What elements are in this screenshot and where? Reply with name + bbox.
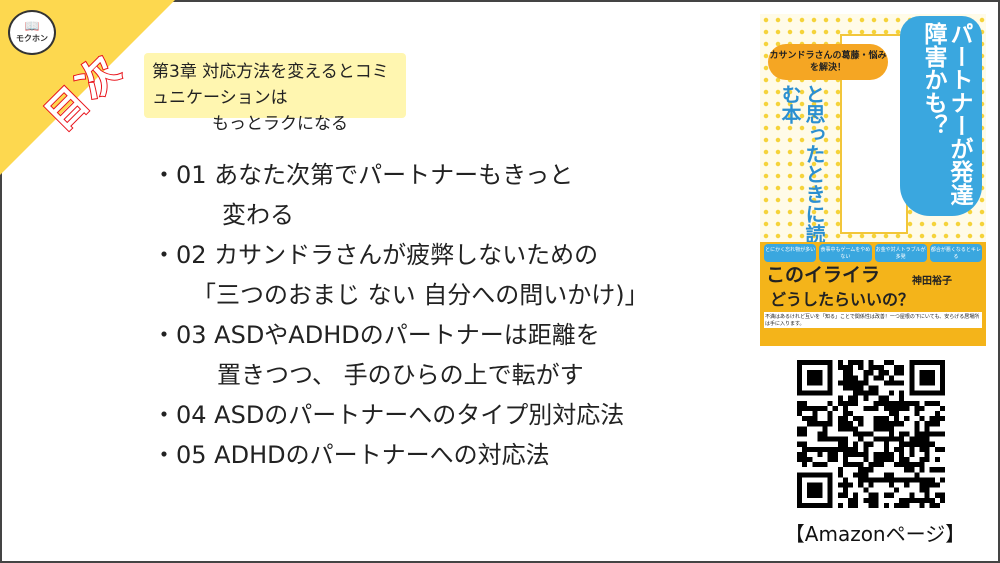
toc-item-line1: ・05 ADHDのパートナーへの対応法 [152,441,550,469]
cover-bubble: カサンドラさんの葛藤・悩みを解決！ [768,44,888,80]
logo-text: モクホン [16,34,48,43]
toc-item-line1: ・02 カサンドラさんが疲弊しないための [152,241,599,269]
toc-item: ・01 あなた次第でパートナーもきっと変わる [152,155,649,235]
amazon-qr-code[interactable] [797,360,945,508]
cover-catch1: このイライラ [766,264,881,286]
cover-tag: とにかく忘れ物が多い [764,244,817,262]
chapter-line1: 第3章 対応方法を変えるとコミュニケーションは [152,62,389,108]
book-icon: 📖 [24,19,40,33]
book-cover[interactable]: パートナーが発達障害かも？ カサンドラさんの葛藤・悩みを解決！ と思ったときに読… [760,14,986,346]
toc-item: ・03 ASDやADHDのパートナーは距離を置きつつ、 手のひらの上で転がす [152,315,649,395]
cover-catch2: どうしたらいいの？ [770,290,915,309]
cover-band: とにかく忘れ物が多い 食事中もゲームをやめない お金や対人トラブルが多発 都合が… [760,242,986,346]
cover-footer: 不満はあるけれど互いを「知る」ことで関係性は改善！一つ屋根の下にいても、安らげる… [764,312,982,328]
cover-subtitle: と思ったときに読む本 [778,84,826,244]
toc-item: ・02 カサンドラさんが疲弊しないための「三つのおまじ ない 自分への問いかけ)… [152,235,649,315]
toc-item-line2: 置きつつ、 手のひらの上で転がす [217,361,584,389]
toc-item-line2: 「三つのおまじ ない 自分への問いかけ)」 [192,281,649,309]
toc-item-line1: ・01 あなた次第でパートナーもきっと [152,161,574,189]
toc-item-line1: ・04 ASDのパートナーへのタイプ別対応法 [152,401,625,429]
toc-item-line1: ・03 ASDやADHDのパートナーは距離を [152,321,600,349]
cover-main-title: パートナーが発達障害かも？ [900,16,982,216]
cover-tag: 食事中もゲームをやめない [819,244,872,262]
chapter-line2: もっとラクになる [212,114,348,134]
toc-list: ・01 あなた次第でパートナーもきっと変わる・02 カサンドラさんが疲弊しないた… [152,155,649,475]
cover-author: 神田裕子 [912,276,952,287]
toc-item: ・05 ADHDのパートナーへの対応法 [152,435,649,475]
chapter-heading: 第3章 対応方法を変えるとコミュニケーションは もっとラクになる [144,53,406,134]
cover-tag: お金や対人トラブルが多発 [874,244,927,262]
cover-tag: 都合が悪くなるとキレる [929,244,982,262]
toc-item: ・04 ASDのパートナーへのタイプ別対応法 [152,395,649,435]
amazon-link-label[interactable]: 【Amazonページ】 [784,522,966,546]
mokuhon-logo[interactable]: 📖モクホン [8,10,56,55]
toc-item-line2: 変わる [222,201,294,229]
